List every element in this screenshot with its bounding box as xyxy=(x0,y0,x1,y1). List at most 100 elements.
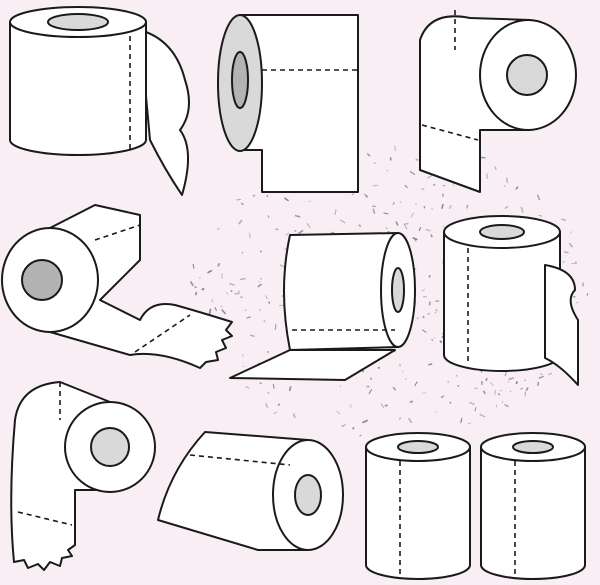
speckle xyxy=(428,363,433,366)
speckle xyxy=(279,304,284,307)
speckle xyxy=(351,193,354,196)
speckle xyxy=(586,293,589,296)
speckle xyxy=(489,381,495,387)
speckle xyxy=(427,312,431,316)
speckle xyxy=(383,212,389,215)
speckle xyxy=(497,393,501,396)
speckle xyxy=(418,226,422,232)
speckle xyxy=(263,319,266,323)
speckle xyxy=(485,377,488,382)
speckle xyxy=(334,209,337,215)
speckle xyxy=(504,205,509,210)
speckle xyxy=(380,403,385,409)
speckle xyxy=(448,204,453,210)
speckle xyxy=(211,298,214,303)
speckle xyxy=(392,386,397,391)
speckle xyxy=(259,308,261,311)
speckle xyxy=(507,381,510,383)
speckle xyxy=(428,274,431,278)
speckle xyxy=(245,385,250,389)
speckle xyxy=(288,386,292,392)
speckle xyxy=(440,395,445,399)
speckle xyxy=(515,186,519,190)
speckle xyxy=(455,375,458,377)
speckle xyxy=(398,363,402,367)
roll-unrolling-middle-left xyxy=(1,204,233,369)
speckle xyxy=(420,187,425,191)
speckle xyxy=(306,222,311,229)
speckle xyxy=(392,201,396,206)
speckle xyxy=(373,162,376,165)
speckle xyxy=(265,295,268,300)
speckle xyxy=(494,166,497,171)
speckle xyxy=(208,308,212,315)
speckle xyxy=(434,311,437,314)
speckle xyxy=(479,413,486,418)
speckle xyxy=(404,184,409,189)
speckle xyxy=(372,184,379,187)
speckle xyxy=(194,286,197,289)
speckle xyxy=(399,201,402,204)
speckle xyxy=(279,264,285,268)
speckle xyxy=(294,214,301,218)
speckle xyxy=(563,250,569,254)
speckle xyxy=(403,223,408,230)
speckle xyxy=(410,401,413,404)
speckle xyxy=(358,224,362,228)
speckle xyxy=(447,380,450,383)
speckle xyxy=(435,309,438,312)
speckle xyxy=(240,296,243,299)
speckle xyxy=(242,365,245,368)
speckle xyxy=(442,225,445,229)
speckle xyxy=(494,389,497,395)
speckle xyxy=(387,230,391,233)
speckle xyxy=(368,388,373,395)
speckle xyxy=(500,389,502,392)
speckle xyxy=(189,281,194,287)
speckle xyxy=(238,219,243,225)
speckle xyxy=(540,372,543,376)
speckle xyxy=(435,410,438,413)
speckle xyxy=(509,390,512,393)
speckle xyxy=(423,205,426,209)
speckle xyxy=(414,238,417,242)
speckle xyxy=(248,232,251,239)
speckle xyxy=(267,215,270,219)
speckle xyxy=(495,404,498,408)
speckle xyxy=(258,280,260,283)
speckle xyxy=(439,340,443,344)
speckle xyxy=(409,170,416,176)
speckle xyxy=(292,413,296,419)
speckle xyxy=(341,424,346,428)
speckle xyxy=(421,329,427,333)
roll-upright-flap-top-left xyxy=(9,6,190,196)
speckle xyxy=(366,153,371,157)
speckle xyxy=(285,232,290,236)
speckle xyxy=(415,158,419,162)
speckle xyxy=(194,291,198,296)
speckle xyxy=(242,354,244,357)
speckle xyxy=(257,283,263,288)
speckle xyxy=(241,251,244,254)
speckle xyxy=(220,305,223,308)
speckle xyxy=(259,250,262,253)
speckle xyxy=(363,193,367,197)
speckle xyxy=(207,269,213,274)
speckle xyxy=(277,403,281,407)
speckle xyxy=(412,236,418,241)
speckle xyxy=(236,198,241,201)
roll-upright-bottom-right-1 xyxy=(365,432,471,580)
speckle xyxy=(362,419,369,424)
speckle xyxy=(441,203,444,209)
speckle xyxy=(266,194,269,198)
speckle xyxy=(221,309,227,315)
speckle xyxy=(272,383,275,389)
speckle xyxy=(409,400,414,404)
speckle xyxy=(465,204,469,209)
speckle xyxy=(265,403,269,408)
speckle xyxy=(214,307,218,312)
speckle xyxy=(275,228,279,231)
speckle xyxy=(421,288,426,292)
speckle xyxy=(504,404,509,407)
speckle xyxy=(520,387,523,390)
